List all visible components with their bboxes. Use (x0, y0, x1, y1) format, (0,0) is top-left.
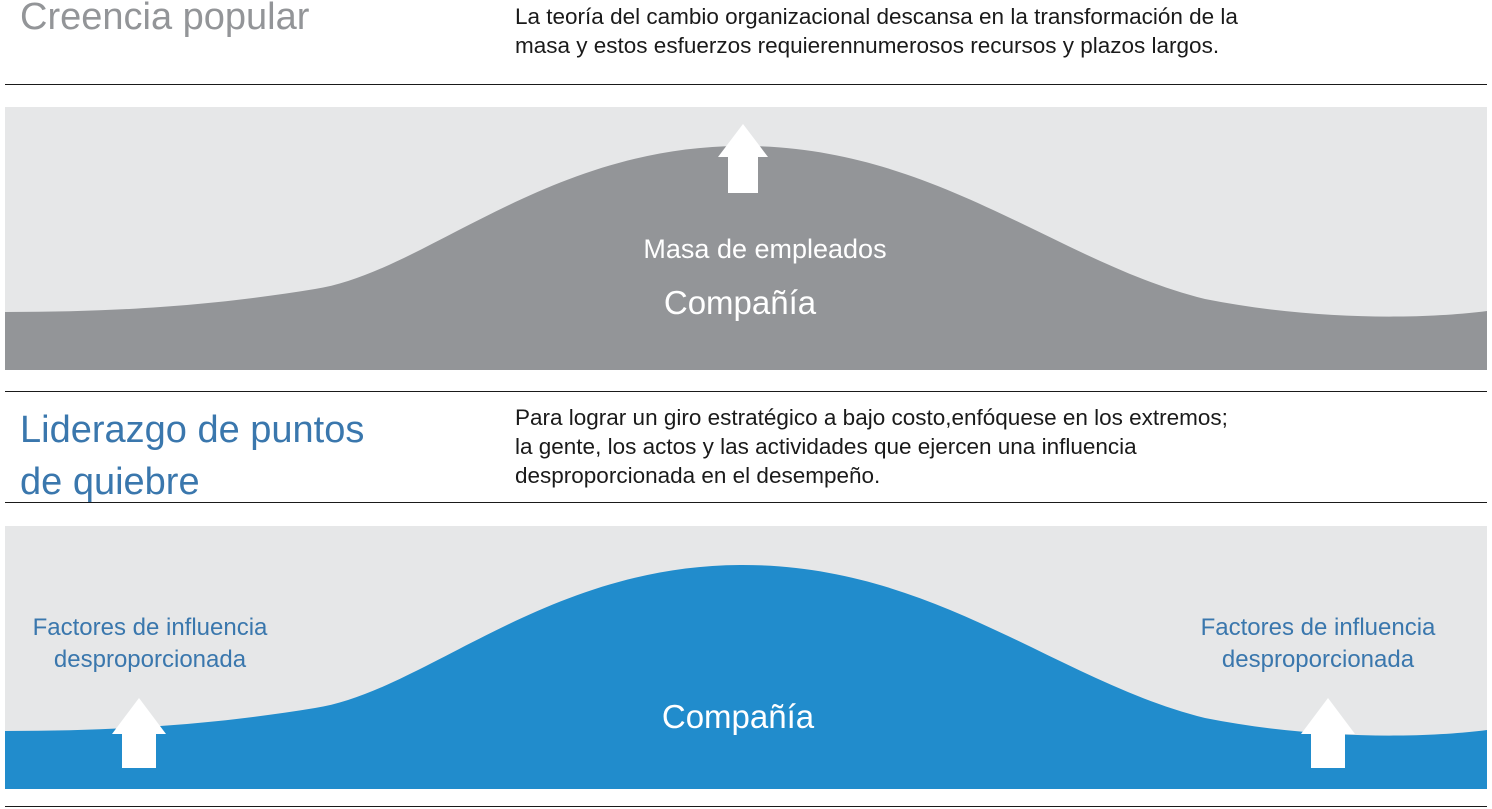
popular-belief-description: La teoría del cambio organizacional desc… (515, 2, 1238, 60)
divider (5, 806, 1487, 807)
description-line: desproporcionada en el desempeño. (515, 463, 881, 488)
blue-bell-curve (5, 564, 1487, 789)
label-line: Factores de influencia (32, 614, 268, 641)
disproportionate-influence-label-left: Factores de influencia desproporcionada (0, 612, 300, 676)
description-line: Para lograr un giro estratégico a bajo c… (515, 405, 1228, 430)
gray-curve-diagram (5, 107, 1487, 370)
title-line: Liderazgo de puntos (20, 409, 365, 451)
title-line: de quiebre (20, 461, 200, 503)
company-label: Compañía (663, 284, 817, 321)
employee-mass-label: Masa de empleados (643, 234, 887, 264)
up-arrow-icon (1301, 698, 1355, 768)
divider (5, 391, 1487, 392)
description-line: La teoría del cambio organizacional desc… (515, 4, 1238, 29)
up-arrow-icon (112, 698, 166, 768)
disproportionate-influence-label-right: Factores de influencia desproporcionada (1168, 612, 1468, 676)
label-line: desproporcionada (53, 646, 247, 673)
divider (5, 84, 1487, 85)
blue-curve-diagram (5, 526, 1487, 789)
tipping-point-title: Liderazgo de puntos de quiebre (20, 404, 364, 508)
description-line: masa y estos esfuerzos requierennumeroso… (515, 33, 1220, 58)
gray-bell-curve (5, 145, 1487, 370)
label-line: desproporcionada (1221, 646, 1415, 673)
company-label: Compañía (661, 698, 815, 735)
up-arrow-icon (718, 124, 768, 193)
divider (5, 502, 1487, 503)
description-line: la gente, los actos y las actividades qu… (515, 434, 1137, 459)
tipping-point-diagram (5, 526, 1487, 789)
popular-belief-title: Creencia popular (20, 0, 310, 38)
label-line: Factores de influencia (1200, 614, 1436, 641)
popular-belief-diagram (5, 107, 1487, 370)
tipping-point-description: Para lograr un giro estratégico a bajo c… (515, 403, 1228, 490)
